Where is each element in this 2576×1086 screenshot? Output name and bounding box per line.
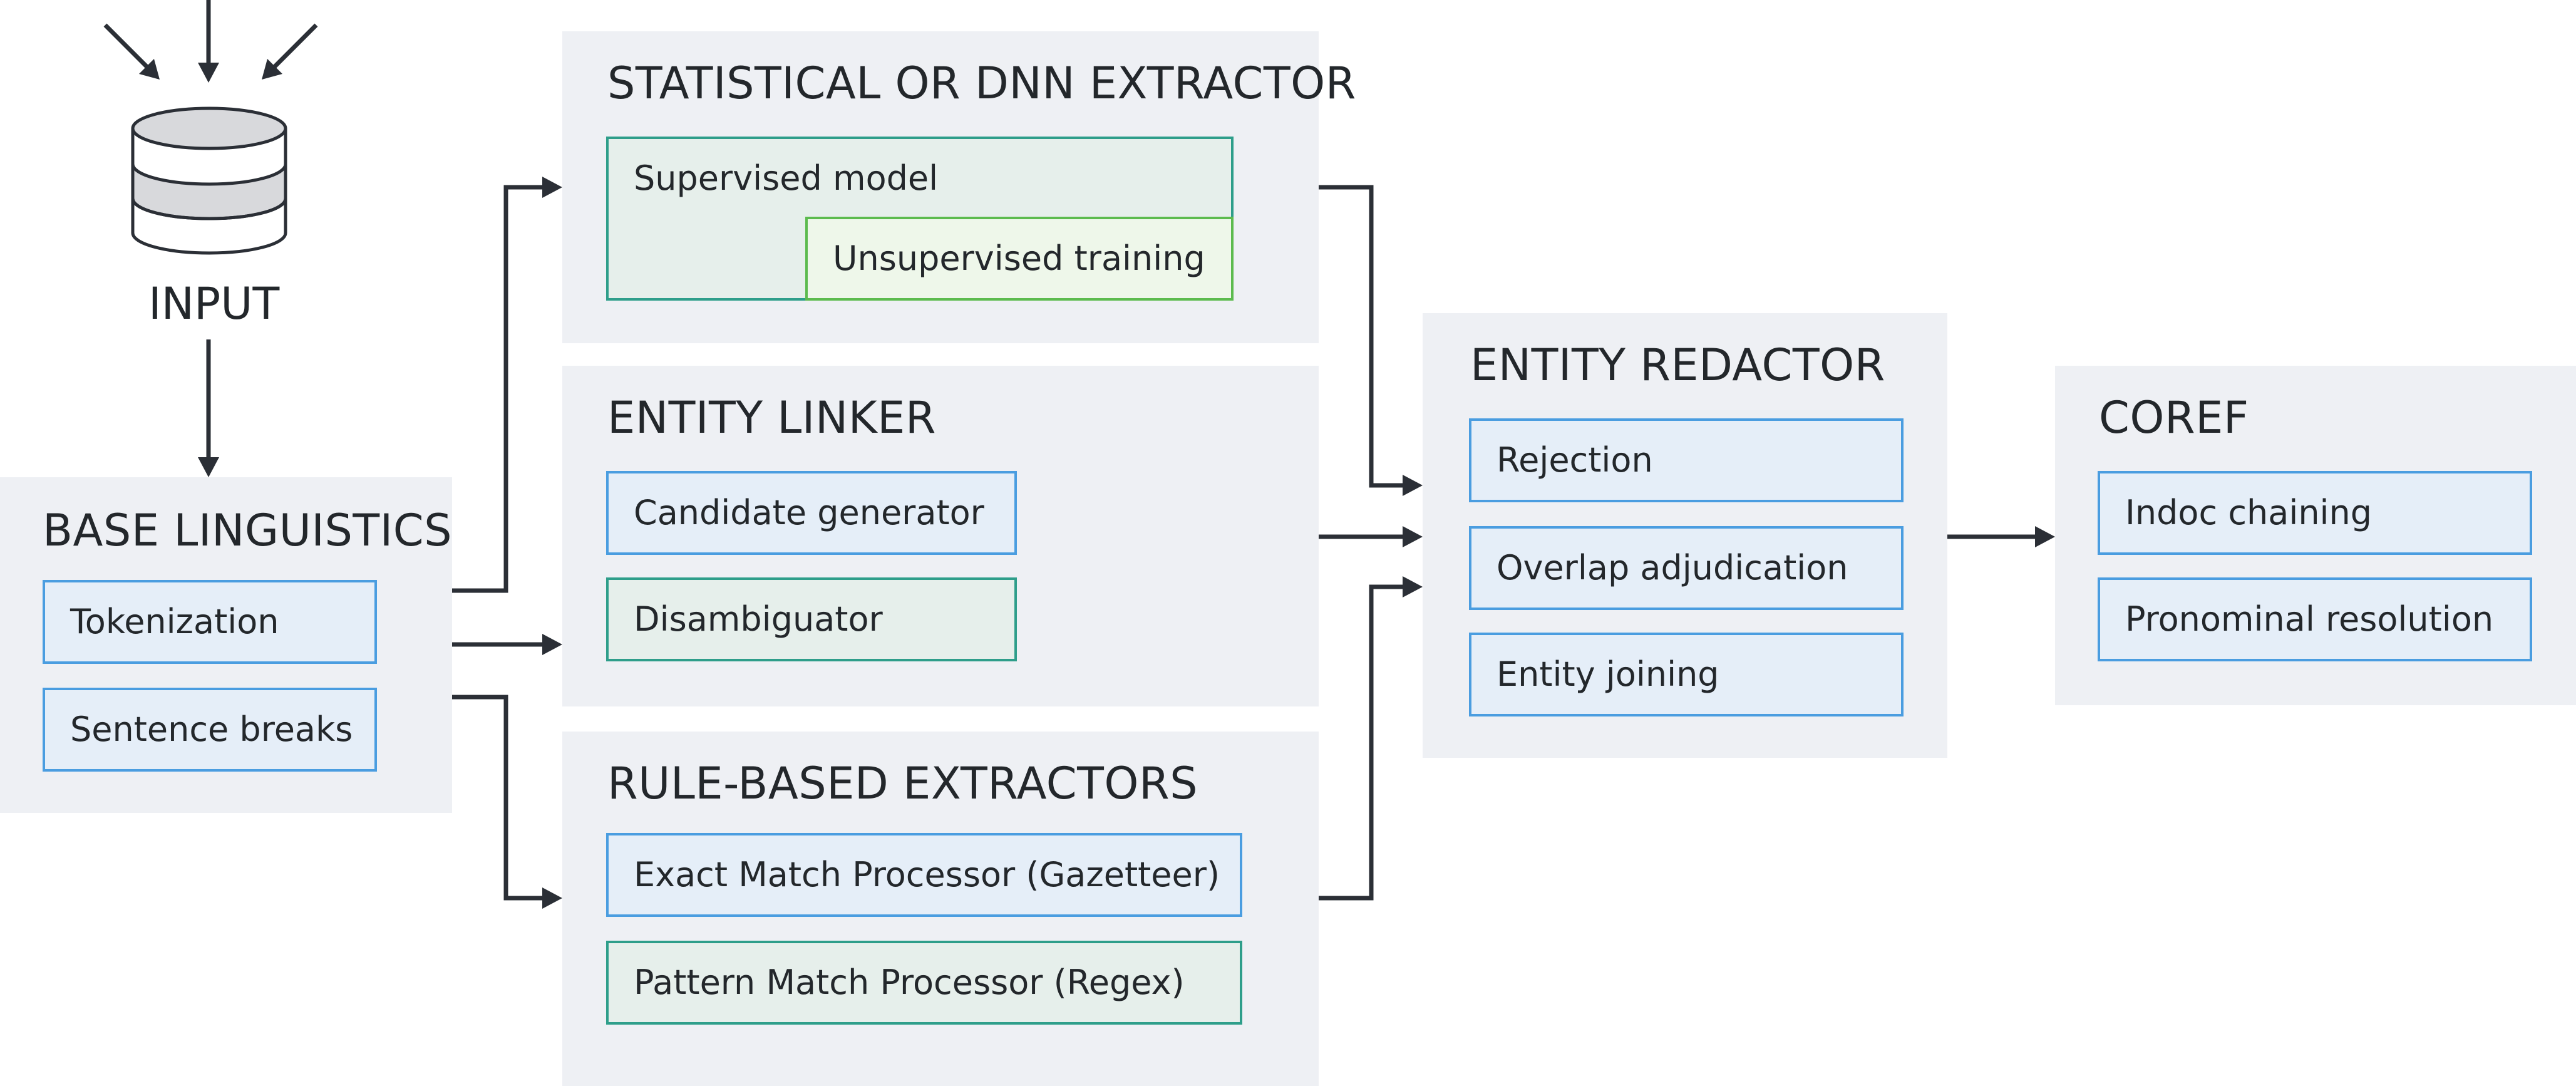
entity-linker-panel: ENTITY LINKER Candidate generator Disamb…: [562, 366, 1319, 706]
rule-based-title: RULE-BASED EXTRACTORS: [607, 758, 1198, 809]
input-database-icon: [131, 106, 287, 255]
indoc-chaining-box: Indoc chaining: [2098, 471, 2532, 555]
entity-joining-box: Entity joining: [1469, 633, 1904, 716]
rule-based-panel: RULE-BASED EXTRACTORS Exact Match Proces…: [562, 732, 1319, 1086]
disambiguator-box: Disambiguator: [606, 577, 1017, 661]
entity-linker-title: ENTITY LINKER: [607, 392, 937, 443]
coref-title: COREF: [2099, 392, 2249, 443]
rejection-box: Rejection: [1469, 418, 1904, 502]
pronominal-resolution-box: Pronominal resolution: [2098, 577, 2532, 661]
candidate-generator-box: Candidate generator: [606, 471, 1017, 555]
base-linguistics-panel: BASE LINGUISTICS Tokenization Sentence b…: [0, 477, 452, 813]
supervised-model-label: Supervised model: [634, 158, 939, 198]
sentence-breaks-box: Sentence breaks: [43, 688, 377, 772]
entity-redactor-title: ENTITY REDACTOR: [1470, 339, 1885, 391]
pattern-match-box: Pattern Match Processor (Regex): [606, 941, 1242, 1025]
statistical-extractor-title: STATISTICAL OR DNN EXTRACTOR: [607, 58, 1356, 109]
input-label: INPUT: [148, 278, 280, 329]
exact-match-box: Exact Match Processor (Gazetteer): [606, 833, 1242, 917]
base-to-rule-arrow: [452, 695, 546, 901]
overlap-adjudication-box: Overlap adjudication: [1469, 526, 1904, 610]
base-to-statistical-arrow: [452, 185, 546, 593]
rule-to-redactor-arrow: [1319, 584, 1406, 901]
coref-panel: COREF Indoc chaining Pronominal resoluti…: [2055, 366, 2576, 705]
statistical-to-redactor-arrow: [1319, 185, 1406, 488]
unsupervised-training-box: Unsupervised training: [805, 217, 1234, 301]
base-linguistics-title: BASE LINGUISTICS: [43, 505, 453, 556]
statistical-extractor-panel: STATISTICAL OR DNN EXTRACTOR Supervised …: [562, 31, 1356, 343]
tokenization-box: Tokenization: [43, 580, 377, 664]
entity-redactor-panel: ENTITY REDACTOR Rejection Overlap adjudi…: [1423, 313, 1947, 758]
